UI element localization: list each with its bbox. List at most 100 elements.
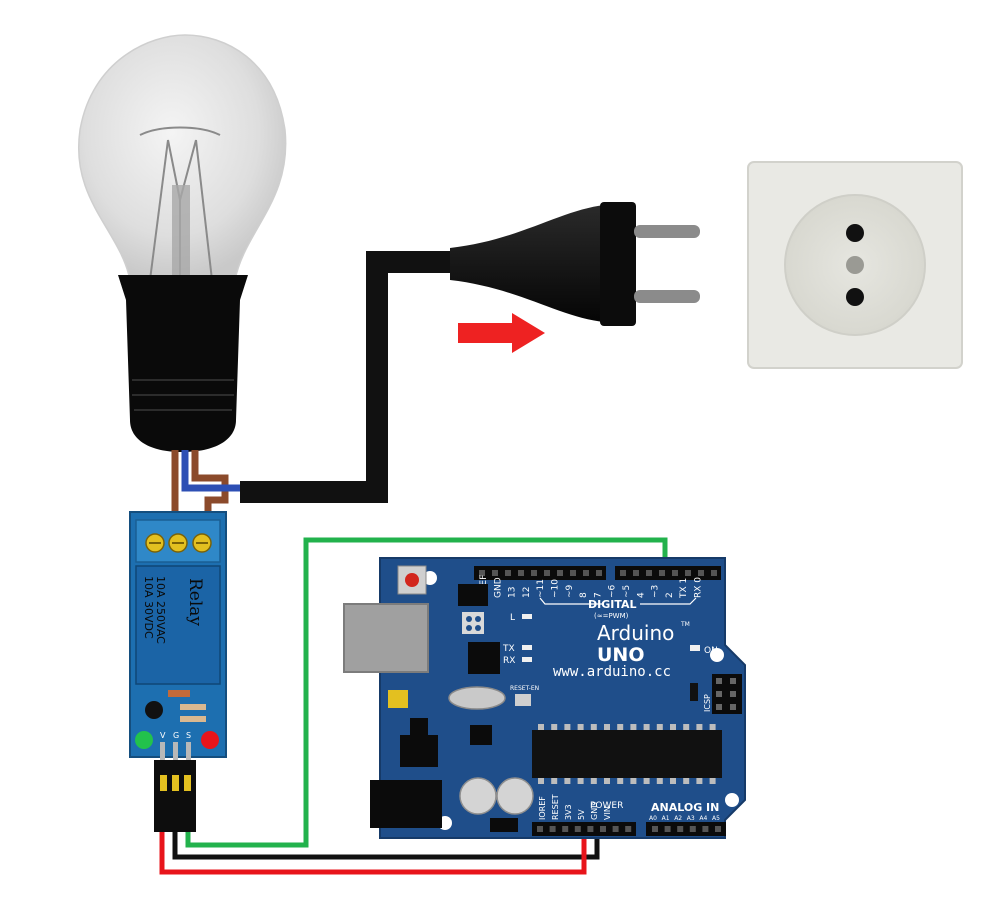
chip-pin <box>590 778 597 784</box>
chip-pin <box>656 724 663 730</box>
bulb-glass <box>77 34 287 281</box>
relay-led-red <box>201 731 219 749</box>
digital-header-right <box>615 566 721 580</box>
digital-pin-label: TX 1 <box>679 578 689 599</box>
capacitor-left <box>459 777 497 815</box>
analog-pin-hole <box>715 826 721 832</box>
label-l: L <box>510 613 515 623</box>
arduino-brand: Arduino <box>597 621 674 645</box>
digital-label: DIGITAL <box>588 598 637 611</box>
socket-hole-top <box>846 224 864 242</box>
power-pin-hole <box>537 826 543 832</box>
digital-pin-label: GND <box>493 577 503 598</box>
relay-rating-ac: 10A 250VAC <box>154 576 167 644</box>
label-reset-en: RESET-EN <box>510 685 539 692</box>
label-on: ON <box>704 646 718 656</box>
power-header <box>532 822 636 836</box>
socket-hole-bottom <box>846 288 864 306</box>
analog-pin-label: A4 <box>699 815 707 822</box>
chip-pin <box>643 724 650 730</box>
label-rx: RX <box>503 656 515 666</box>
analog-header <box>646 822 726 836</box>
plug-pin-top <box>634 225 700 238</box>
voltage-regulator <box>400 735 438 767</box>
analog-pin-label: A0 <box>649 815 657 822</box>
direction-arrow <box>458 313 545 353</box>
mains-cable <box>240 251 460 503</box>
analog-pin-hole <box>702 826 709 832</box>
digital-pin-label: 2 <box>665 592 675 598</box>
chip-pin <box>564 724 571 730</box>
bulb-stem <box>172 185 190 280</box>
light-bulb <box>77 34 287 452</box>
chip-pin <box>670 778 676 784</box>
chip-pin <box>670 724 676 730</box>
arduino-url: www.arduino.cc <box>553 664 671 680</box>
wire-green-signal <box>185 537 668 848</box>
digital-pin-label: ~10 <box>551 579 561 598</box>
relay-coil-box <box>135 565 221 685</box>
analog-label: ANALOG IN <box>651 801 719 814</box>
wire-red-5v <box>159 825 587 875</box>
arduino-tm: TM <box>680 621 690 628</box>
usb-port <box>343 603 429 673</box>
pwm-note: (≈=PWM) <box>594 612 629 620</box>
power-pin-label: RESET <box>551 794 560 820</box>
analog-pin-label: A1 <box>662 815 670 822</box>
digital-pin-holes <box>479 570 717 576</box>
chip-pin <box>709 778 716 784</box>
socket-ground-pin <box>846 256 864 274</box>
power-pin-hole <box>587 826 594 832</box>
analog-pin-hole <box>689 826 696 832</box>
chip-pin <box>709 724 716 730</box>
analog-pin-hole <box>664 826 671 832</box>
power-pin-hole <box>625 826 632 832</box>
digital-pin-label: ~3 <box>651 585 661 598</box>
power-pin-hole <box>600 826 606 832</box>
chip-pin <box>590 724 597 730</box>
chip-pin <box>643 778 650 784</box>
digital-header-left <box>474 566 606 580</box>
digital-pin-label: RX 0 <box>694 577 704 598</box>
power-pin-label: IOREF <box>538 796 547 820</box>
power-pin-hole <box>549 826 556 832</box>
relay-rating-dc: 10A 30VDC <box>142 576 155 639</box>
chip-pin <box>577 778 584 784</box>
chip-pin <box>630 778 637 784</box>
crystal-oscillator <box>448 686 506 710</box>
chip-pin <box>604 724 610 730</box>
digital-pin-label: 8 <box>579 592 589 598</box>
usb-chip <box>468 642 500 674</box>
capacitor-right <box>496 777 534 815</box>
digital-pin-label: ~11 <box>536 579 546 598</box>
atmega-chip <box>532 730 722 778</box>
power-pin-label: GND <box>590 802 599 820</box>
analog-pin-label: A2 <box>674 815 682 822</box>
chip-pin <box>617 778 624 784</box>
digital-pin-label: ~6 <box>608 584 618 598</box>
chip-pin <box>564 778 571 784</box>
chip-pin <box>696 724 703 730</box>
analog-pin-hole <box>677 826 684 832</box>
wire-black-gnd <box>172 825 600 860</box>
analog-pin-label: A3 <box>687 815 695 822</box>
chip-pin <box>656 778 663 784</box>
chip-pin <box>538 778 544 784</box>
power-pin-label: VIN <box>603 806 612 820</box>
relay-name-label: Relay <box>185 578 205 626</box>
dc-power-jack <box>370 780 442 828</box>
digital-pin-label: ~9 <box>565 584 575 598</box>
terminal-screws <box>145 533 212 553</box>
chip-pin <box>551 778 558 784</box>
digital-pin-label: 12 <box>522 587 532 598</box>
chip-pin <box>683 778 690 784</box>
wall-socket <box>747 161 963 369</box>
chip-pin <box>538 724 544 730</box>
analog-pin-hole <box>652 826 658 832</box>
digital-pin-label: 13 <box>508 587 518 598</box>
